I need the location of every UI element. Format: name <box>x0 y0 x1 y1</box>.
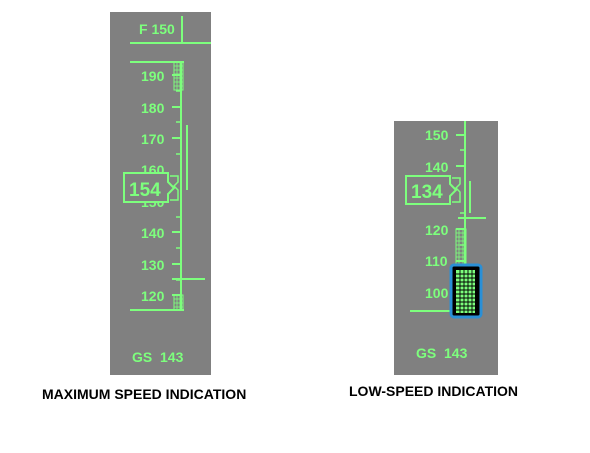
flap-limit-label: F 150 <box>139 21 175 37</box>
tick-label-120: 120 <box>141 288 165 304</box>
tick-label-140: 140 <box>425 159 449 175</box>
tick-label-150: 150 <box>425 127 449 143</box>
tick-label-140: 140 <box>141 225 165 241</box>
tick-label-120: 120 <box>425 222 449 238</box>
current-speed-value: 154 <box>129 180 161 201</box>
tick-label-170: 170 <box>141 131 165 147</box>
max-speed-airspeed-tape: F 150 <box>110 12 211 375</box>
tick-label-110: 110 <box>425 253 448 269</box>
max-speed-caption: MAXIMUM SPEED INDICATION <box>42 386 247 402</box>
flap-limit-box: F 150 <box>130 16 211 44</box>
current-speed-readout: 154 <box>123 172 179 203</box>
tick-label-130: 130 <box>141 257 165 273</box>
ground-speed-label: GS 143 <box>416 345 468 361</box>
low-speed-caption: LOW-SPEED INDICATION <box>349 383 519 399</box>
max-speed-tape-graphics: F 150 <box>123 16 211 365</box>
current-speed-value: 134 <box>411 182 443 203</box>
tick-label-190: 190 <box>141 68 165 84</box>
tick-label-100: 100 <box>425 285 449 301</box>
min-speed-hatch-band <box>173 294 184 311</box>
low-speed-alert-box <box>449 263 483 319</box>
low-speed-airspeed-tape: 150 140 130 120 110 100 134 GS 143 <box>394 121 498 375</box>
ground-speed-label: GS 143 <box>132 349 184 365</box>
tick-label-180: 180 <box>141 100 165 116</box>
low-speed-tape-graphics: 150 140 130 120 110 100 134 GS 143 <box>405 121 486 361</box>
current-speed-readout: 134 <box>405 175 461 205</box>
